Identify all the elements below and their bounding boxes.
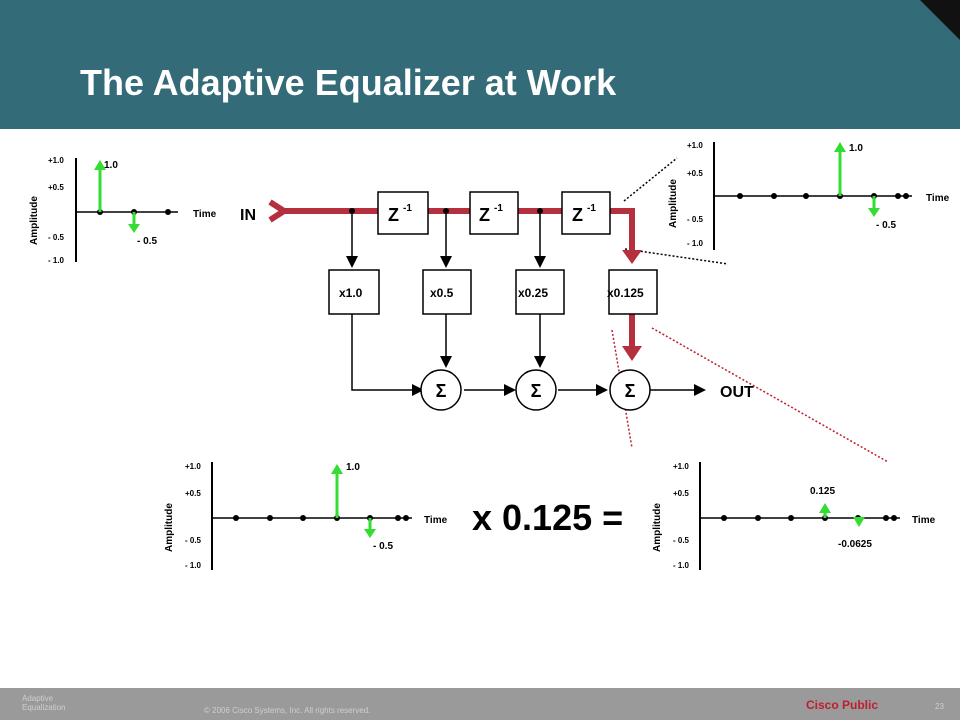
negative-value-label: - 0.5 [137,236,157,247]
tap-label: x1.0 [339,286,363,300]
plot-top-right: +1.0 +0.5 - 0.5 - 1.0 1.0 - 0.5 Time Amp… [668,141,950,250]
input-label: IN [240,207,256,224]
output-label: OUT [720,384,754,401]
impulse-up-marker [94,160,106,170]
tick-label: - 1.0 [48,256,65,265]
sum-node-1: Σ [420,369,462,411]
tick-label: +1.0 [48,156,64,165]
tick-label: - 0.5 [185,536,202,545]
positive-value-label: 1.0 [346,462,360,473]
footer-bar [0,688,960,720]
plot-bottom-left: +1.0 +0.5 - 0.5 - 1.0 1.0 - 0.5 Time Amp… [164,462,448,570]
footer-section: Adaptive Equalization [22,694,66,712]
x-axis-label: Time [424,515,448,526]
y-axis-label: Amplitude [668,179,679,228]
impulse-up-marker [834,142,846,152]
tick-label: - 1.0 [185,561,202,570]
positive-value-label: 1.0 [849,143,863,154]
tick-label: +1.0 [673,462,689,471]
sum-symbol: Σ [531,381,542,401]
delay-exponent: -1 [494,203,503,214]
multiplier-4: x0.125 [607,269,658,315]
y-axis-label: Amplitude [164,503,175,552]
callout-lines [611,157,889,463]
plot-top-left: +1.0 +0.5 - 0.5 - 1.0 1.0 - 0.5 Time Amp… [29,156,217,265]
footer-page-number: 23 [935,702,944,711]
impulse-down-marker [364,529,376,538]
sum-symbol: Σ [436,381,447,401]
impulse-down-marker [128,224,140,233]
tick-label: +0.5 [687,169,703,178]
negative-value-label: - 0.5 [876,220,896,231]
tick-label: - 1.0 [687,239,704,248]
plot-bottom-right: +1.0 +0.5 - 0.5 - 1.0 0.125 -0.0625 Time… [652,462,936,570]
delay-symbol: Z [479,205,490,225]
scale-equation: x 0.125 = [472,497,623,538]
corner-decoration [920,0,960,40]
positive-value-label: 0.125 [810,486,835,497]
delay-exponent: -1 [587,203,596,214]
sum-node-3: Σ [609,369,651,411]
filter-diagram: Z -1 Z -1 Z -1 x1.0 x0.5 x0.25 x0.125 [240,191,754,411]
delay-block-3: Z -1 [561,191,611,235]
positive-value-label: 1.0 [104,160,118,171]
x-axis-label: Time [912,515,936,526]
tap-label: x0.125 [607,286,644,300]
negative-value-label: -0.0625 [838,539,872,550]
slide-title: The Adaptive Equalizer at Work [80,62,617,103]
y-axis-label: Amplitude [29,196,40,245]
tick-label: +1.0 [185,462,201,471]
tick-label: +1.0 [687,141,703,150]
tick-label: - 0.5 [673,536,690,545]
delay-block-2: Z -1 [469,191,519,235]
sum-node-2: Σ [515,369,557,411]
impulse-down-marker [853,517,865,527]
impulse-up-marker [819,503,831,513]
tick-label: +0.5 [48,183,64,192]
impulse-up-marker [331,464,343,474]
x-axis-label: Time [193,209,217,220]
tick-label: +0.5 [185,489,201,498]
tap-label: x0.5 [430,286,454,300]
impulse-down-marker [868,208,880,217]
delay-exponent: -1 [403,203,412,214]
tick-label: - 0.5 [48,233,65,242]
tick-label: - 1.0 [673,561,690,570]
negative-value-label: - 0.5 [373,541,393,552]
multiplier-1: x1.0 [328,269,380,315]
tick-label: +0.5 [673,489,689,498]
footer-classification: Cisco Public [806,698,879,712]
multiplier-2: x0.5 [422,269,472,315]
delay-block-1: Z -1 [377,191,429,235]
footer-copyright: © 2006 Cisco Systems, Inc. All rights re… [204,706,371,715]
tap-label: x0.25 [518,286,548,300]
header-bar [0,0,960,129]
tick-label: - 0.5 [687,215,704,224]
x-axis-label: Time [926,193,950,204]
y-axis-label: Amplitude [652,503,663,552]
delay-symbol: Z [388,205,399,225]
sum-symbol: Σ [625,381,636,401]
delay-symbol: Z [572,205,583,225]
multiplier-3: x0.25 [515,269,565,315]
